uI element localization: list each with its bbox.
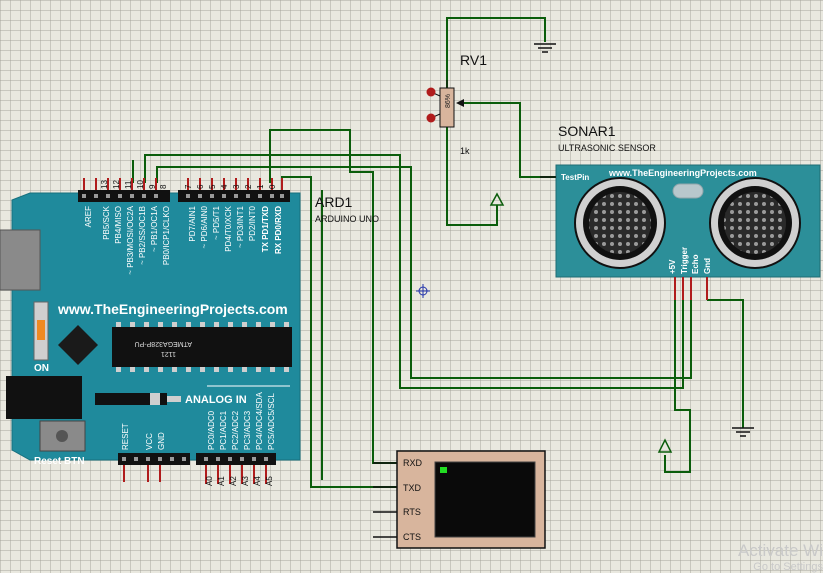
sonar-ref-label: SONAR1 (558, 123, 616, 139)
pin-name-aref: AREF (84, 206, 93, 227)
pot-percent: 86% (445, 94, 452, 108)
activation-watermark-sub: Go to Settings (753, 561, 823, 573)
cursor-crosshair (416, 284, 430, 298)
pin-number-10: 10 (136, 180, 145, 189)
terminal-pin-cts: CTS (403, 532, 421, 542)
pin-number-7: 7 (184, 184, 193, 189)
dc-jack (6, 376, 82, 419)
analog-pin-name-2: PC2/ADC2 (231, 410, 240, 450)
digital-header-left (78, 190, 170, 202)
pin-number-1: 1 (256, 184, 265, 189)
pin-name-pb1: ~ PB1/OC1A (150, 205, 159, 252)
terminal-pin-txd: TXD (403, 483, 422, 493)
arduino-board[interactable]: Reset BTN ON ATMEGA328P-PU 1121 www.TheE… (0, 178, 301, 486)
pin-number-8: 8 (159, 184, 168, 189)
pin-number-3: 3 (232, 184, 241, 189)
pin-name-pd2: PD2/INT0 (248, 205, 257, 241)
pin-name-pd1: TX PD1/TXD (261, 206, 270, 252)
terminal-pin-rts: RTS (403, 507, 421, 517)
pin-name-pd3: ~ PD3/INT1 (236, 205, 245, 248)
pin-name-pb0: PB0/ICP1/CLKO (162, 206, 171, 265)
activation-watermark: Activate Wi (737, 541, 823, 560)
analog-pin-a0: A0 (205, 476, 214, 486)
arduino-model-label: ARDUINO UNO (315, 214, 379, 224)
sonar-website: www.TheEngineeringProjects.com (608, 168, 757, 178)
power-label: ON (34, 363, 49, 374)
power-pin-reset: RESET (121, 423, 130, 450)
pin-name-pd5: ~ PD5/T1 (212, 205, 221, 240)
terminal-cursor (440, 467, 447, 473)
analog-header (196, 453, 276, 465)
pin-number-5: 5 (208, 184, 217, 189)
pin-name-pb2: ~ PB2/SS/OC1B (138, 206, 147, 265)
atmega-chip (112, 327, 292, 367)
analog-pin-a5: A5 (265, 476, 274, 486)
diode (95, 393, 167, 405)
analog-pin-a4: A4 (253, 476, 262, 486)
analog-pin-name-4: PC4/ADC4/SDA (255, 392, 264, 450)
sonar-testpin-label: TestPin (561, 173, 589, 182)
pin-name-pd0: RX PD0/RXD (274, 206, 283, 254)
pin-number-0: 0 (268, 184, 277, 189)
pin-name-pb3: ~ PB3/MOSI/OC2A (126, 205, 135, 274)
pin-name-pb4: PB4/MISO (114, 206, 123, 244)
pin-name-pb5: PB5/SCK (102, 205, 111, 239)
analog-pin-a2: A2 (229, 476, 238, 486)
sonar-pin-trigger: Trigger (680, 247, 689, 274)
ground-symbol-top (534, 43, 556, 53)
reset-button-label: Reset BTN (34, 456, 85, 467)
sonar-type-label: ULTRASONIC SENSOR (558, 143, 656, 153)
analog-pin-a1: A1 (217, 476, 226, 486)
usb-port (0, 229, 41, 291)
power-header (118, 453, 190, 465)
analog-pin-name-5: PC5/ADC5/SCL (267, 393, 276, 450)
pin-name-pd7: PD7/AIN1 (188, 205, 197, 241)
power-pin-vcc: VCC (145, 433, 154, 450)
sonar-pin-5v: +5V (668, 259, 677, 274)
ultrasonic-sensor[interactable]: www.TheEngineeringProjects.com TestPin +… (540, 164, 821, 300)
power-pin-gnd: GND (157, 432, 166, 450)
chip-code: 1121 (161, 350, 176, 357)
board-website: www.TheEngineeringProjects.com (57, 301, 288, 317)
pin-number-9: 9 (148, 184, 157, 189)
pin-number-2: 2 (244, 184, 253, 189)
pot-value-label: 1k (460, 146, 470, 156)
analog-pin-name-3: PC3/ADC3 (243, 410, 252, 450)
pin-number-12: 12 (112, 180, 121, 189)
sonar-pin-gnd: Gnd (703, 258, 712, 274)
chip-label: ATMEGA328P-PU (135, 340, 192, 347)
pin-number-4: 4 (220, 184, 229, 189)
terminal-pin-rxd: RXD (403, 458, 423, 468)
pin-number-6: 6 (196, 184, 205, 189)
virtual-terminal[interactable]: RXD TXD RTS CTS (373, 450, 546, 549)
pot-ref-label: RV1 (460, 52, 487, 68)
pin-number-13: 13 (100, 180, 109, 189)
terminal-screen (434, 461, 536, 538)
pin-name-pd6: ~ PD6/AIN0 (200, 205, 209, 248)
pin-number-11: 11 (124, 180, 133, 189)
analog-pin-a3: A3 (241, 476, 250, 486)
ground-symbol-right (732, 427, 754, 437)
pot-decrease-button[interactable] (426, 113, 436, 123)
sonar-crystal (672, 183, 704, 199)
analog-pin-name-1: PC1/ADC1 (219, 410, 228, 450)
power-arrow-sonar (657, 438, 673, 453)
usb-chip (58, 325, 98, 365)
potentiometer-rv1[interactable]: 86% (426, 80, 465, 128)
analog-pin-name-0: PC0/ADC0 (207, 410, 216, 450)
power-arrow-pot (489, 192, 505, 206)
pot-increase-button[interactable] (426, 87, 436, 97)
arduino-ref-label: ARD1 (315, 194, 353, 210)
sonar-pin-echo: Echo (691, 254, 700, 274)
pin-name-pd4: PD4/T0/XCK (224, 205, 233, 251)
analog-in-label: ANALOG IN (185, 394, 247, 406)
